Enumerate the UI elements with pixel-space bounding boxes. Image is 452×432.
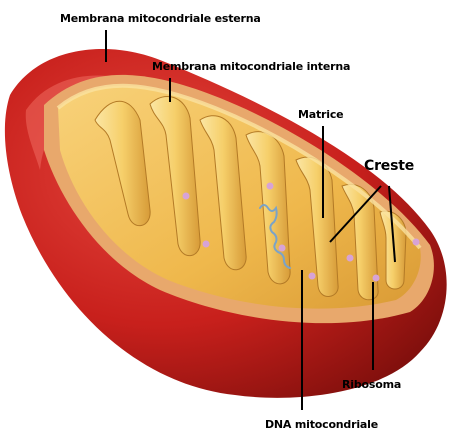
- label-dna: DNA mitocondriale: [265, 418, 378, 431]
- label-cristae: Creste: [364, 158, 414, 174]
- ribosome: [309, 273, 316, 280]
- label-ribosome: Ribosoma: [342, 378, 401, 391]
- ribosome: [183, 193, 190, 200]
- ribosome: [267, 183, 274, 190]
- ribosome: [279, 245, 286, 252]
- ribosome: [413, 239, 420, 246]
- ribosome: [373, 275, 380, 282]
- ribosome: [347, 255, 354, 262]
- ribosome: [203, 241, 210, 248]
- label-inner-membrane: Membrana mitocondriale interna: [152, 60, 350, 73]
- label-matrix: Matrice: [298, 108, 343, 121]
- label-outer-membrane: Membrana mitocondriale esterna: [60, 12, 261, 25]
